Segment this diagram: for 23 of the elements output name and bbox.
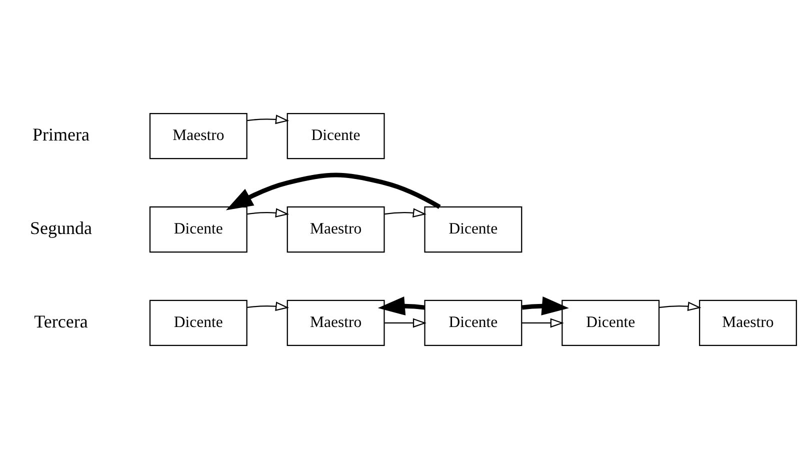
node-box: Maestro (699, 299, 797, 346)
node-box: Dicente (149, 206, 248, 252)
arrow (247, 208, 290, 218)
node-box: Dicente (424, 299, 522, 346)
arrow (522, 318, 564, 328)
arrow (384, 208, 426, 218)
node-box: Dicente (562, 299, 660, 346)
node-box: Maestro (286, 206, 385, 252)
node-box: Dicente (286, 112, 385, 159)
arrow (226, 172, 441, 210)
arrow (378, 296, 426, 315)
label: Primera (32, 124, 90, 144)
node-box: Dicente (424, 206, 522, 252)
arrow (247, 114, 290, 124)
arrow (659, 301, 702, 311)
node-box: Maestro (149, 112, 248, 159)
arrow (384, 318, 426, 328)
label: Segunda (30, 217, 92, 238)
arrow (247, 301, 290, 311)
label: Tercera (34, 310, 88, 331)
node-box: Dicente (149, 299, 248, 346)
node-box: Maestro (286, 299, 385, 346)
arrow (522, 296, 569, 315)
